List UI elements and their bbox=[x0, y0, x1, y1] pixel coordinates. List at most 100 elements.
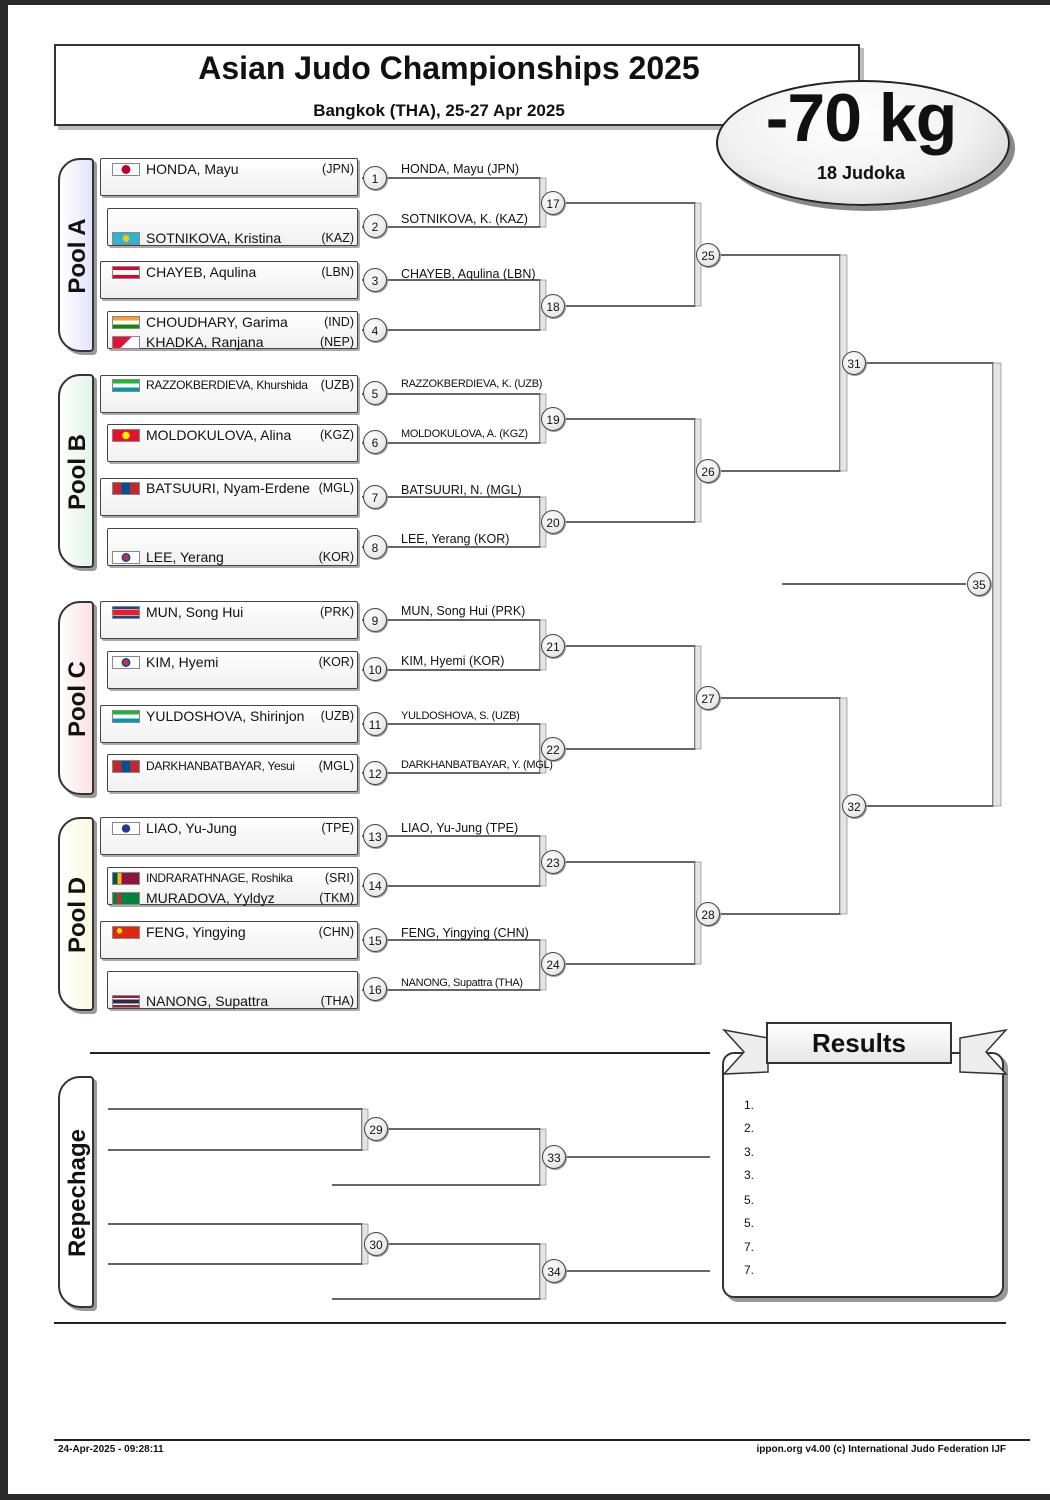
connector-r3 bbox=[721, 254, 841, 472]
results-panel bbox=[722, 1052, 1004, 1298]
results-title: Results bbox=[766, 1022, 952, 1064]
athlete-name: LEE, Yerang bbox=[146, 549, 224, 565]
pool-c-label: Pool C bbox=[64, 661, 91, 737]
flag-kgz-icon bbox=[112, 428, 140, 442]
rank-label: 5. bbox=[744, 1216, 755, 1230]
page-title: Asian Judo Championships 2025 bbox=[198, 50, 700, 86]
athlete-name: BATSUURI, Nyam-Erdene bbox=[146, 480, 310, 496]
rank-label: 1. bbox=[744, 1098, 755, 1112]
bout-number: 19 bbox=[541, 407, 565, 431]
athlete-country: (TKM) bbox=[319, 891, 354, 905]
athlete-entry: NANONG, Supattra (THA) bbox=[112, 992, 354, 1010]
flag-sri-icon bbox=[112, 871, 140, 885]
footer-timestamp: 24-Apr-2025 - 09:28:11 bbox=[58, 1444, 164, 1455]
competitor-box bbox=[100, 817, 358, 855]
bout-number: 21 bbox=[541, 634, 565, 658]
athlete-name: CHOUDHARY, Garima bbox=[146, 314, 288, 330]
page-border-top bbox=[0, 0, 1050, 5]
athlete-entry: RAZZOKBERDIEVA, Khurshida (UZB) bbox=[112, 376, 354, 394]
athlete-name: DARKHANBATBAYAR, Yesui bbox=[146, 759, 295, 773]
athlete-country: (THA) bbox=[320, 994, 354, 1008]
athlete-country: (JPN) bbox=[322, 162, 354, 176]
athlete-entry: MOLDOKULOVA, Alina (KGZ) bbox=[112, 426, 354, 444]
athlete-country: (NEP) bbox=[319, 335, 354, 349]
athlete-country: (KOR) bbox=[318, 550, 354, 564]
bout-result: MUN, Song Hui (PRK) bbox=[401, 604, 526, 618]
repechage-label: Repechage bbox=[64, 1128, 91, 1258]
athlete-entry: LIAO, Yu-Jung (TPE) bbox=[112, 819, 354, 837]
bout-number: 8 bbox=[363, 535, 387, 559]
bout-number: 26 bbox=[696, 459, 720, 483]
bout-result: KIM, Hyemi (KOR) bbox=[401, 654, 505, 668]
athlete-name: RAZZOKBERDIEVA, Khurshida bbox=[146, 378, 308, 392]
athlete-name: LIAO, Yu-Jung bbox=[146, 820, 237, 836]
bout-result: DARKHANBATBAYAR, Y. (MGL) bbox=[401, 759, 553, 771]
flag-tkm-icon bbox=[112, 891, 140, 905]
competitor-box bbox=[100, 921, 358, 959]
rank-label: 2. bbox=[744, 1121, 755, 1135]
flag-jpn-icon bbox=[112, 162, 140, 176]
rank-label: 5. bbox=[744, 1193, 755, 1207]
athlete-country: (MGL) bbox=[318, 759, 354, 773]
results-ribbon-icon bbox=[721, 1028, 1009, 1075]
bout-result: HONDA, Mayu (JPN) bbox=[401, 162, 520, 176]
competitor-box bbox=[107, 867, 358, 905]
athlete-entry: HONDA, Mayu (JPN) bbox=[112, 160, 354, 178]
bout-number: 1 bbox=[363, 166, 387, 190]
athlete-name: MOLDOKULOVA, Alina bbox=[146, 427, 292, 443]
athlete-entry: YULDOSHOVA, Shirinjon (UZB) bbox=[112, 707, 354, 725]
pool-c-tab: Pool C bbox=[58, 601, 94, 795]
bout-number: 14 bbox=[363, 873, 387, 897]
pool-d-tab: Pool D bbox=[58, 817, 94, 1011]
bout-number: 29 bbox=[364, 1117, 388, 1141]
flag-prk-icon bbox=[112, 605, 140, 619]
bout-result: LIAO, Yu-Jung (TPE) bbox=[401, 821, 519, 835]
bout-result: SOTNIKOVA, K. (KAZ) bbox=[401, 212, 528, 226]
flag-uzb-icon bbox=[112, 709, 140, 723]
bout-number: 30 bbox=[364, 1232, 388, 1256]
competitor-box bbox=[100, 261, 358, 299]
competitor-box bbox=[100, 375, 358, 413]
bout-number: 28 bbox=[696, 902, 720, 926]
athlete-country: (UZB) bbox=[320, 709, 354, 723]
pool-b-tab: Pool B bbox=[58, 374, 94, 568]
flag-kor-icon bbox=[112, 655, 140, 669]
athlete-entry: SOTNIKOVA, Kristina (KAZ) bbox=[112, 229, 354, 247]
page-border-left bbox=[0, 0, 8, 1500]
bout-result: RAZZOKBERDIEVA, K. (UZB) bbox=[401, 378, 543, 390]
athlete-country: (SRI) bbox=[324, 871, 354, 885]
athlete-entry: KHADKA, Ranjana (NEP) bbox=[112, 333, 354, 351]
athlete-name: INDRARATHNAGE, Roshika bbox=[146, 871, 293, 885]
flag-kor-icon bbox=[112, 550, 140, 564]
athlete-name: CHAYEB, Aqulina bbox=[146, 264, 257, 280]
bout-result: YULDOSHOVA, S. (UZB) bbox=[401, 710, 520, 722]
athlete-entry: MUN, Song Hui (PRK) bbox=[112, 603, 354, 621]
bout-number: 4 bbox=[363, 318, 387, 342]
competitor-box bbox=[107, 424, 358, 462]
pool-a-label: Pool A bbox=[64, 218, 91, 294]
connector-r2 bbox=[566, 202, 696, 307]
rank-label: 7. bbox=[744, 1263, 755, 1277]
athlete-country: (LBN) bbox=[321, 265, 354, 279]
flag-tpe-icon bbox=[112, 821, 140, 835]
competitor-box bbox=[100, 705, 358, 743]
flag-tha-icon bbox=[112, 994, 140, 1008]
athlete-entry: CHOUDHARY, Garima (IND) bbox=[112, 313, 354, 331]
bout-number: 27 bbox=[696, 686, 720, 710]
bout-number: 7 bbox=[363, 485, 387, 509]
bout-number: 6 bbox=[363, 430, 387, 454]
athlete-name: MUN, Song Hui bbox=[146, 604, 244, 620]
judoka-count: 18 Judoka bbox=[816, 163, 906, 183]
bout-number: 35 bbox=[967, 572, 991, 596]
bout-result: MOLDOKULOVA, A. (KGZ) bbox=[401, 428, 528, 440]
flag-nep-icon bbox=[112, 335, 140, 349]
athlete-name: KIM, Hyemi bbox=[146, 654, 219, 670]
competitor-box bbox=[107, 528, 358, 566]
competitor-box bbox=[100, 158, 358, 196]
bout-number: 5 bbox=[363, 381, 387, 405]
connector-r3 bbox=[721, 697, 841, 915]
flag-ind-icon bbox=[112, 315, 140, 329]
rank-label: 3. bbox=[744, 1168, 755, 1182]
bout-number: 17 bbox=[541, 191, 565, 215]
footer-credit: ippon.org v4.00 (c) International Judo F… bbox=[756, 1444, 1006, 1455]
